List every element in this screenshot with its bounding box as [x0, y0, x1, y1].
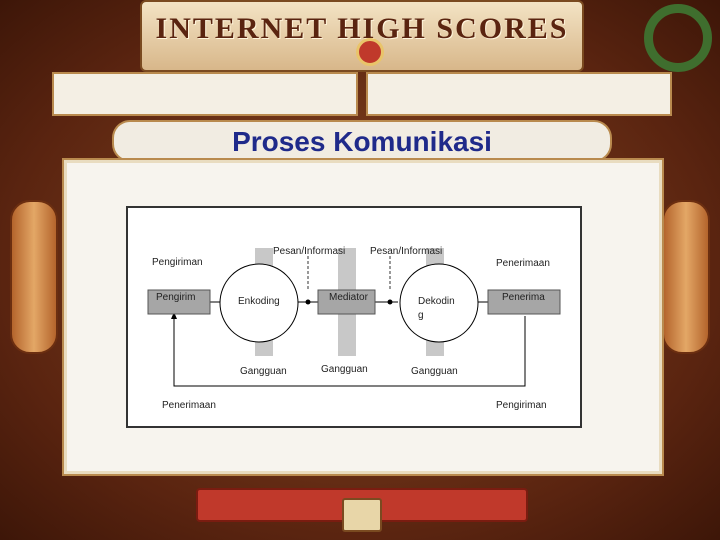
- node-dot-2: [388, 300, 393, 305]
- label-dekoding-line1: Dekodin: [418, 296, 455, 307]
- medal-icon: [356, 38, 384, 66]
- node-dot-1: [306, 300, 311, 305]
- title-plate: Proses Komunikasi: [112, 120, 612, 162]
- score-bar-left: [52, 72, 358, 116]
- label-pesan-1: Pesan/Informasi: [273, 246, 345, 257]
- label-gangguan-3: Gangguan: [411, 366, 458, 377]
- label-pesan-2: Pesan/Informasi: [370, 246, 442, 257]
- label-pengiriman-top: Pengiriman: [152, 257, 203, 268]
- label-dekoding-line2: g: [418, 310, 424, 321]
- open-book-icon: [342, 498, 382, 532]
- diagram-svg: Pengiriman Pesan/Informasi Pesan/Informa…: [128, 208, 580, 426]
- label-penerimaan-bottom: Penerimaan: [162, 400, 216, 411]
- communication-diagram: Pengiriman Pesan/Informasi Pesan/Informa…: [126, 206, 582, 428]
- label-pengirim: Pengirim: [156, 292, 195, 303]
- score-bars: [52, 72, 672, 116]
- label-gangguan-2: Gangguan: [321, 364, 368, 375]
- label-mediator: Mediator: [329, 292, 369, 303]
- left-scroll-ornament: [10, 200, 58, 354]
- label-enkoding: Enkoding: [238, 296, 280, 307]
- label-gangguan-1: Gangguan: [240, 366, 287, 377]
- laurel-wreath-icon: [644, 4, 712, 72]
- right-scroll-ornament: [662, 200, 710, 354]
- label-penerimaan-top: Penerimaan: [496, 258, 550, 269]
- score-bar-right: [366, 72, 672, 116]
- label-pengiriman-bottom: Pengiriman: [496, 400, 547, 411]
- slide-title: Proses Komunikasi: [114, 126, 610, 158]
- label-penerima: Penerima: [502, 292, 545, 303]
